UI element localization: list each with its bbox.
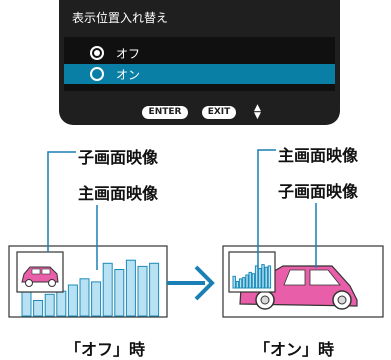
- right-inset-bar: [258, 268, 262, 289]
- left-bar: [79, 278, 90, 317]
- exit-button[interactable]: EXIT: [202, 106, 236, 119]
- right-inset-bar: [235, 281, 240, 289]
- left-bar: [67, 284, 78, 317]
- left-bar: [102, 262, 113, 317]
- right-inset-bar: [264, 266, 268, 289]
- option-label: オフ: [116, 47, 141, 61]
- right-main-label: 主画面映像: [278, 146, 359, 165]
- right-main-leader-line: [257, 149, 276, 268]
- left-bar: [125, 259, 136, 317]
- option-off[interactable]: オフ: [64, 43, 335, 63]
- right-inset-bar: [245, 274, 249, 289]
- left-main-label: 主画面映像: [78, 184, 159, 203]
- right-sub-label: 子画面映像: [278, 182, 359, 201]
- left-caption: 「オフ」時: [65, 340, 146, 359]
- right-inset-bar: [251, 273, 256, 289]
- osd-menu: 表示位置入れ替え オフ オン ENTER EXIT ▲▼: [59, 0, 340, 125]
- left-bar: [33, 300, 44, 317]
- left-bar: [137, 265, 148, 317]
- left-main-bar-chart: [21, 259, 160, 317]
- right-inset-bar: [254, 265, 259, 289]
- right-caption: 「オン」時: [254, 340, 335, 359]
- radio-selected-icon: [90, 46, 104, 60]
- left-bar: [56, 290, 67, 317]
- left-sub-label: 子画面映像: [78, 148, 159, 167]
- right-inset-bar-chart: [232, 264, 272, 289]
- option-on[interactable]: オン: [64, 64, 335, 84]
- left-bar: [44, 293, 55, 317]
- left-bar: [149, 262, 160, 317]
- right-inset-bar: [267, 265, 272, 289]
- left-sub-leader-line: [47, 151, 76, 252]
- enter-button[interactable]: ENTER: [142, 106, 188, 119]
- left-inset-car-icon: [21, 266, 59, 287]
- transition-arrow-icon: [167, 265, 215, 301]
- right-inset-bar: [232, 275, 236, 289]
- radio-unselected-icon: [90, 67, 104, 81]
- right-inset-bar: [261, 264, 265, 289]
- options-panel: オフ オン: [64, 37, 335, 91]
- left-bar: [114, 269, 125, 317]
- up-down-arrows-icon: ▲▼: [254, 103, 261, 121]
- menu-title: 表示位置入れ替え: [72, 11, 169, 25]
- right-inset-bar: [248, 271, 252, 289]
- option-label: オン: [116, 68, 141, 82]
- right-inset-bar: [242, 277, 246, 289]
- left-bar: [91, 281, 102, 317]
- right-inset-bar: [238, 278, 243, 289]
